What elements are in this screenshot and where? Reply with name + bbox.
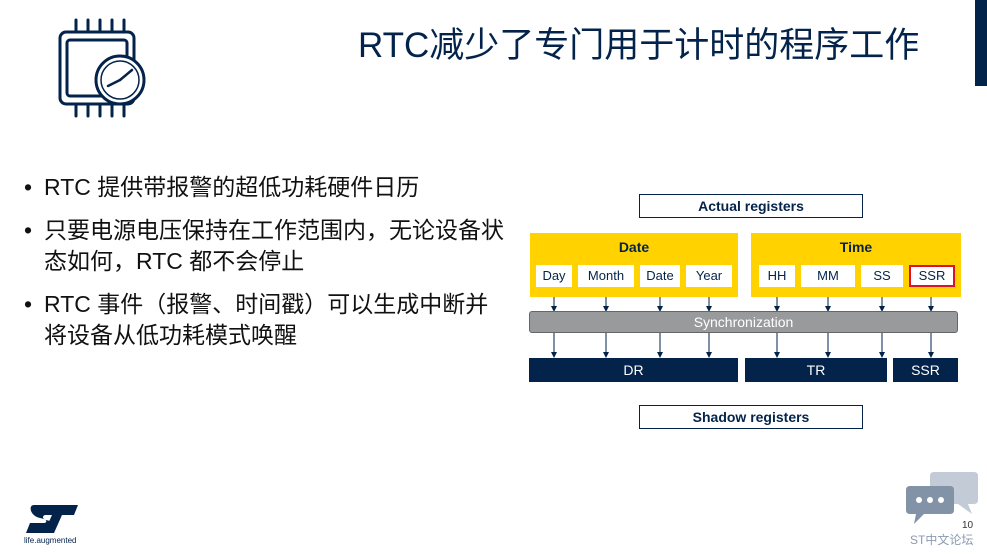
page-number: 10 <box>962 520 974 531</box>
date-cell-month: Month <box>578 265 634 287</box>
date-cell-date: Date <box>640 265 680 287</box>
time-group: Time HH MM SS SSR <box>751 233 961 297</box>
bullet-item: RTC 事件（报警、时间戳）可以生成中断并将设备从低功耗模式唤醒 <box>24 289 494 351</box>
date-group-title: Date <box>618 239 650 255</box>
chip-clock-icon <box>56 18 148 120</box>
watermark-text: ST中文论坛 <box>910 533 974 547</box>
time-cell-ss: SS <box>861 265 903 287</box>
date-cell-year: Year <box>686 265 732 287</box>
date-group: Date Day Month Date Year <box>530 233 738 297</box>
synchronization-bar: Synchronization <box>529 311 958 333</box>
time-cell-mm: MM <box>801 265 855 287</box>
chat-bubbles-icon <box>906 470 980 526</box>
time-cell-ssr: SSR <box>909 265 955 287</box>
time-group-title: Time <box>839 239 873 255</box>
actual-registers-label: Actual registers <box>639 194 863 218</box>
output-register-ssr: SSR <box>893 358 958 382</box>
output-register-tr: TR <box>745 358 887 382</box>
page-title: RTC减少了专门用于计时的程序工作 <box>358 26 920 65</box>
bullet-item: 只要电源电压保持在工作范围内，无论设备状态如何，RTC 都不会停止 <box>24 215 514 277</box>
time-cell-hh: HH <box>759 265 795 287</box>
output-register-dr: DR <box>529 358 738 382</box>
bullet-item: RTC 提供带报警的超低功耗硬件日历 <box>24 172 514 203</box>
bullet-list: RTC 提供带报警的超低功耗硬件日历 只要电源电压保持在工作范围内，无论设备状态… <box>24 172 514 363</box>
logo-tagline: life.augmented <box>24 536 77 545</box>
st-logo-icon <box>24 503 80 535</box>
title-accent-bar <box>975 0 987 86</box>
shadow-registers-label: Shadow registers <box>639 405 863 429</box>
date-cell-day: Day <box>536 265 572 287</box>
